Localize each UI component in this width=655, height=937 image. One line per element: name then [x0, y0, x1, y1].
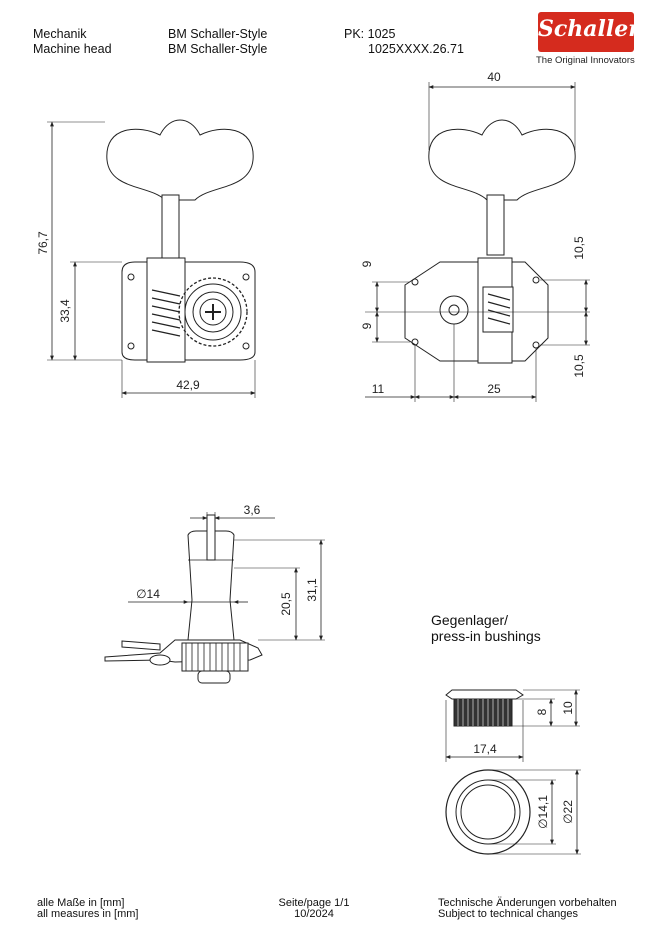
- dim-bushing-inner-diameter: ∅14,1: [536, 795, 550, 829]
- dim-side-right-bottom: 10,5: [572, 354, 586, 378]
- dim-side-right-top: 10,5: [572, 236, 586, 260]
- post-view: [104, 512, 325, 684]
- dim-bushing-width: 17,4: [473, 742, 497, 756]
- schaller-logo: Schaller: [538, 12, 640, 52]
- dim-side-width: 40: [487, 70, 501, 84]
- model-de: BM Schaller-Style: [168, 27, 268, 41]
- bushing-top-view: [445, 769, 581, 855]
- dim-front-plate-width: 42,9: [176, 378, 200, 392]
- dim-side-offset-left: 11: [372, 382, 385, 396]
- dim-side-spacing-top: 9: [360, 260, 374, 267]
- dim-bushing-outer-diameter: ∅22: [561, 800, 575, 824]
- logo-brand: Schaller: [538, 16, 640, 42]
- name-de: Mechanik: [33, 27, 87, 41]
- footer-units-de: alle Maße in [mm]: [37, 897, 125, 909]
- bushings-title-de: Gegenlager/: [431, 612, 509, 628]
- footer-page: Seite/page 1/1: [278, 897, 350, 909]
- name-en: Machine head: [33, 42, 112, 56]
- pk-number: PK: 1025: [344, 27, 396, 41]
- dim-front-total-height: 76,7: [36, 231, 50, 255]
- side-view: [365, 82, 590, 402]
- logo-tagline: The Original Innovators: [536, 55, 635, 66]
- footer-changes-de: Technische Änderungen vorbehalten: [438, 897, 617, 909]
- footer-units-en: all measures in [mm]: [37, 908, 139, 920]
- footer-changes-en: Subject to technical changes: [438, 908, 579, 920]
- dim-bushing-height-inner: 8: [535, 708, 549, 715]
- dim-post-height-inner: 20,5: [279, 592, 293, 616]
- dim-side-spacing-bottom: 9: [360, 322, 374, 329]
- dim-post-diameter: ∅14: [136, 587, 160, 601]
- bushings-title-en: press-in bushings: [431, 628, 541, 644]
- dim-post-height-total: 31,1: [305, 578, 319, 602]
- dim-side-width-bottom: 25: [487, 382, 501, 396]
- bushing-side-view: [445, 689, 580, 762]
- model-en: BM Schaller-Style: [168, 42, 268, 56]
- part-number: 1025XXXX.26.71: [368, 42, 464, 56]
- dim-bushing-height-total: 10: [561, 701, 575, 715]
- dim-post-slot: 3,6: [244, 503, 261, 517]
- footer-date: 10/2024: [294, 908, 334, 920]
- front-view: [47, 119, 256, 398]
- dim-front-plate-height: 33,4: [58, 299, 72, 323]
